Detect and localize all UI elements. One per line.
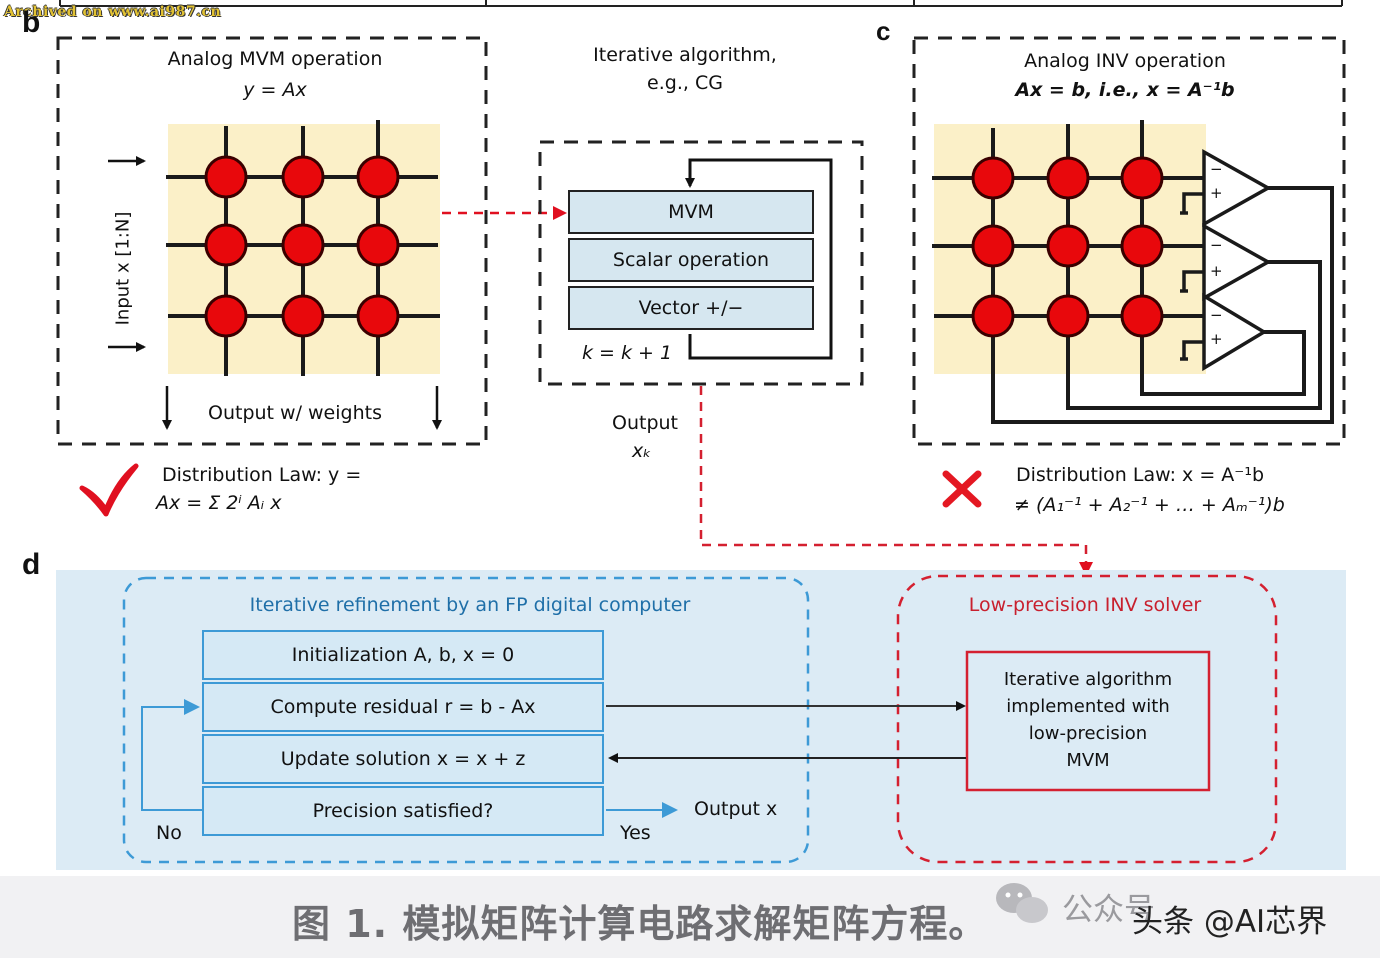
panel-d-label: d [22, 548, 41, 581]
output-x-label: Output x [694, 798, 778, 820]
wechat-icon [996, 883, 1048, 923]
memristor-node [356, 155, 400, 199]
solver-title: Low-precision INV solver [968, 594, 1202, 616]
watermark: Archived on www.ai987.cn [4, 4, 222, 20]
memristor-node [1120, 294, 1164, 338]
crossbar-array-b [166, 120, 440, 376]
memristor-node [281, 223, 325, 267]
caption-background [0, 876, 1380, 958]
memristor-node [281, 294, 325, 338]
step-vector-add-subtract: Vector +/− [568, 286, 814, 330]
solver-frame [896, 574, 1278, 864]
output-xk-line2: xₖ [632, 440, 652, 462]
output-xk-line1: Output [612, 412, 678, 434]
memristor-node [1046, 224, 1090, 268]
memristor-node [971, 156, 1015, 200]
panel-b-law-line2: Ax = Σ 2ⁱ Aᵢ x [156, 492, 282, 514]
panel-c-label: c [876, 16, 891, 46]
step-mvm: MVM [568, 190, 814, 234]
op-amp-minus-2: − [1210, 236, 1223, 254]
memristor-node [356, 294, 400, 338]
step-compute-residual: Compute residual r = b - Ax [202, 682, 604, 732]
memristor-node [971, 224, 1015, 268]
memristor-node [1046, 156, 1090, 200]
figure-caption: 图 1. 模拟矩阵计算电路求解矩阵方程。 [292, 902, 988, 946]
digital-computer-title: Iterative refinement by an FP digital co… [249, 594, 691, 616]
solver-line: low-precision [1028, 723, 1148, 744]
panel-b-frame [56, 36, 488, 446]
memristor-node [971, 294, 1015, 338]
iterative-frame [538, 140, 864, 386]
no-loop-line [141, 699, 202, 811]
panel-c-equation: Ax = b, i.e., x = A⁻¹b [1015, 79, 1235, 101]
solver-box [965, 650, 1211, 792]
solver-line: implemented with [1006, 696, 1170, 717]
solver-line: MVM [1066, 750, 1110, 771]
op-amp [1202, 223, 1272, 301]
iteration-counter: k = k + 1 [582, 342, 673, 364]
panel-c-law-line2: ≠ (A₁⁻¹ + A₂⁻¹ + … + Aₘ⁻¹)b [1014, 494, 1285, 516]
step-scalar-operation: Scalar operation [568, 238, 814, 282]
panel-c-title: Analog INV operation [1024, 50, 1226, 72]
top-frame-remnant [59, 0, 1343, 7]
panel-b-label: b [22, 6, 41, 39]
memristor-node [1120, 224, 1164, 268]
op-amp [1202, 149, 1272, 227]
panel-b-title: Analog MVM operation [167, 48, 383, 70]
op-amp-plus-3: + [1210, 330, 1223, 348]
memristor-node [1120, 156, 1164, 200]
ground-icon [1182, 270, 1204, 290]
step-initialization: Initialization A, b, x = 0 [202, 630, 604, 680]
source-credit: 头条 @AI芯界 [1132, 904, 1328, 940]
ground-icon [1182, 192, 1204, 212]
no-label: No [156, 822, 182, 844]
check-icon [79, 463, 139, 517]
solver-line: Iterative algorithm [1003, 669, 1173, 690]
yes-label: Yes [620, 822, 651, 844]
ground-icon [1182, 340, 1204, 358]
panel-b-law-line1: Distribution Law: y = [162, 464, 362, 486]
iterative-title-line2: e.g., CG [647, 72, 723, 94]
solver-box-text: Iterative algorithm implemented with low… [967, 666, 1209, 774]
op-amp-plus-2: + [1210, 262, 1223, 280]
crossbar-array-c [932, 120, 1334, 424]
step-precision-check: Precision satisfied? [202, 786, 604, 836]
op-amp-minus-1: − [1210, 160, 1223, 178]
memristor-node [204, 223, 248, 267]
iteration-loop-line [685, 158, 833, 360]
wechat-account-label: 公众号 [1062, 892, 1155, 928]
op-amp [1202, 292, 1268, 372]
digital-computer-frame [122, 576, 810, 864]
panel-c-law-line1: Distribution Law: x = A⁻¹b [1016, 464, 1265, 486]
panel-b-equation: y = Ax [243, 79, 307, 101]
input-label: Input x [1:N] [112, 211, 134, 326]
output-weights-label: Output w/ weights [208, 402, 382, 424]
memristor-node [204, 294, 248, 338]
cross-icon [942, 470, 982, 508]
memristor-node [281, 155, 325, 199]
panel-c-frame [912, 36, 1346, 446]
op-amp-plus-1: + [1210, 184, 1223, 202]
op-amp-minus-3: − [1210, 306, 1223, 324]
memristor-node [356, 223, 400, 267]
step-update-solution: Update solution x = x + z [202, 734, 604, 784]
iterative-title-line1: Iterative algorithm, [593, 44, 777, 66]
memristor-node [1046, 294, 1090, 338]
memristor-node [204, 155, 248, 199]
